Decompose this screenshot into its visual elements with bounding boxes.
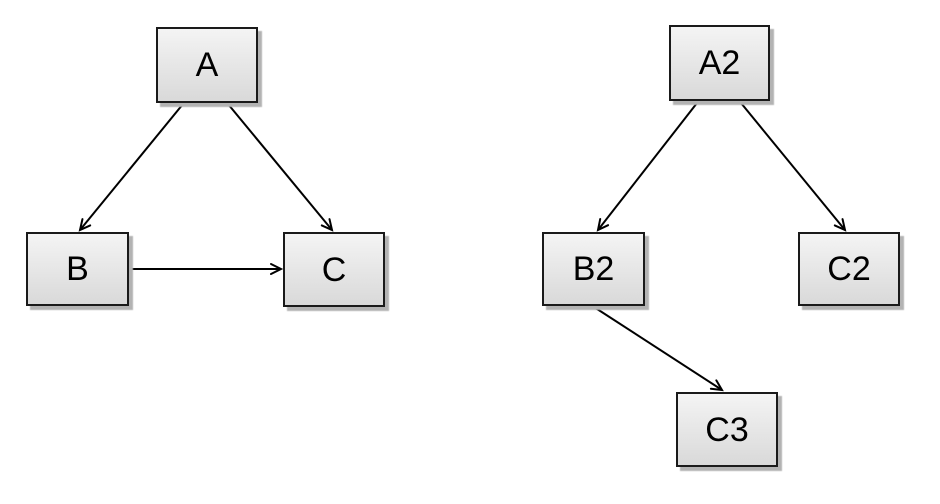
node-C3[interactable]: C3 <box>676 392 778 467</box>
node-C[interactable]: C <box>283 232 385 307</box>
node-C-label: C <box>321 250 347 289</box>
node-C2[interactable]: C2 <box>798 232 900 306</box>
node-B2[interactable]: B2 <box>542 232 645 306</box>
node-B2-label: B2 <box>572 250 615 288</box>
edge-A2-C2[interactable] <box>740 102 847 232</box>
node-C2-label: C2 <box>827 250 871 288</box>
node-A-label: A <box>195 46 219 84</box>
edge-A-C[interactable] <box>227 103 334 232</box>
node-A2[interactable]: A2 <box>669 25 770 101</box>
node-B[interactable]: B <box>26 232 129 306</box>
edge-A2-B2[interactable] <box>596 102 698 232</box>
node-C3-label: C3 <box>705 410 749 449</box>
edge-B2-C3[interactable] <box>593 306 724 392</box>
node-A2-label: A2 <box>698 44 741 82</box>
node-A[interactable]: A <box>156 27 258 103</box>
node-B-label: B <box>66 250 89 288</box>
edge-A-B[interactable] <box>78 103 184 232</box>
